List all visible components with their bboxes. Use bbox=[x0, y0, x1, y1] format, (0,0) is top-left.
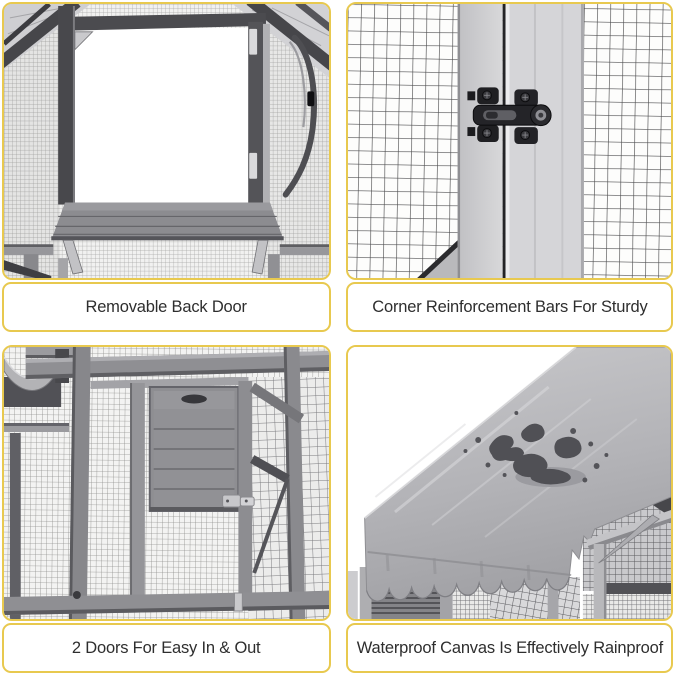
feature-card-corner-reinforcement: Corner Reinforcement Bars For Sturdy bbox=[346, 2, 673, 332]
caption-text: Removable Back Door bbox=[85, 297, 248, 316]
caption-removable-back-door: Removable Back Door bbox=[2, 282, 331, 332]
canvas-roof-illustration bbox=[348, 347, 671, 619]
photo-two-doors bbox=[2, 345, 331, 621]
coop-back-door-illustration bbox=[4, 4, 329, 278]
caption-text: Corner Reinforcement Bars For Sturdy bbox=[371, 297, 648, 316]
photo-waterproof-canvas bbox=[346, 345, 673, 621]
coop-doors-illustration bbox=[4, 347, 329, 619]
feature-card-removable-back-door: Removable Back Door bbox=[2, 2, 331, 332]
feature-card-waterproof-canvas: Waterproof Canvas Is Effectively Rainpro… bbox=[346, 345, 673, 673]
corner-latch-illustration bbox=[348, 4, 671, 278]
photo-corner-reinforcement bbox=[346, 2, 673, 280]
caption-text: Waterproof Canvas Is Effectively Rainpro… bbox=[356, 638, 663, 657]
caption-two-doors: 2 Doors For Easy In & Out bbox=[2, 623, 331, 673]
feature-card-two-doors: 2 Doors For Easy In & Out bbox=[2, 345, 331, 673]
caption-text: 2 Doors For Easy In & Out bbox=[72, 638, 261, 657]
caption-corner-reinforcement: Corner Reinforcement Bars For Sturdy bbox=[346, 282, 673, 332]
caption-waterproof-canvas: Waterproof Canvas Is Effectively Rainpro… bbox=[346, 623, 673, 673]
photo-removable-back-door bbox=[2, 2, 331, 280]
